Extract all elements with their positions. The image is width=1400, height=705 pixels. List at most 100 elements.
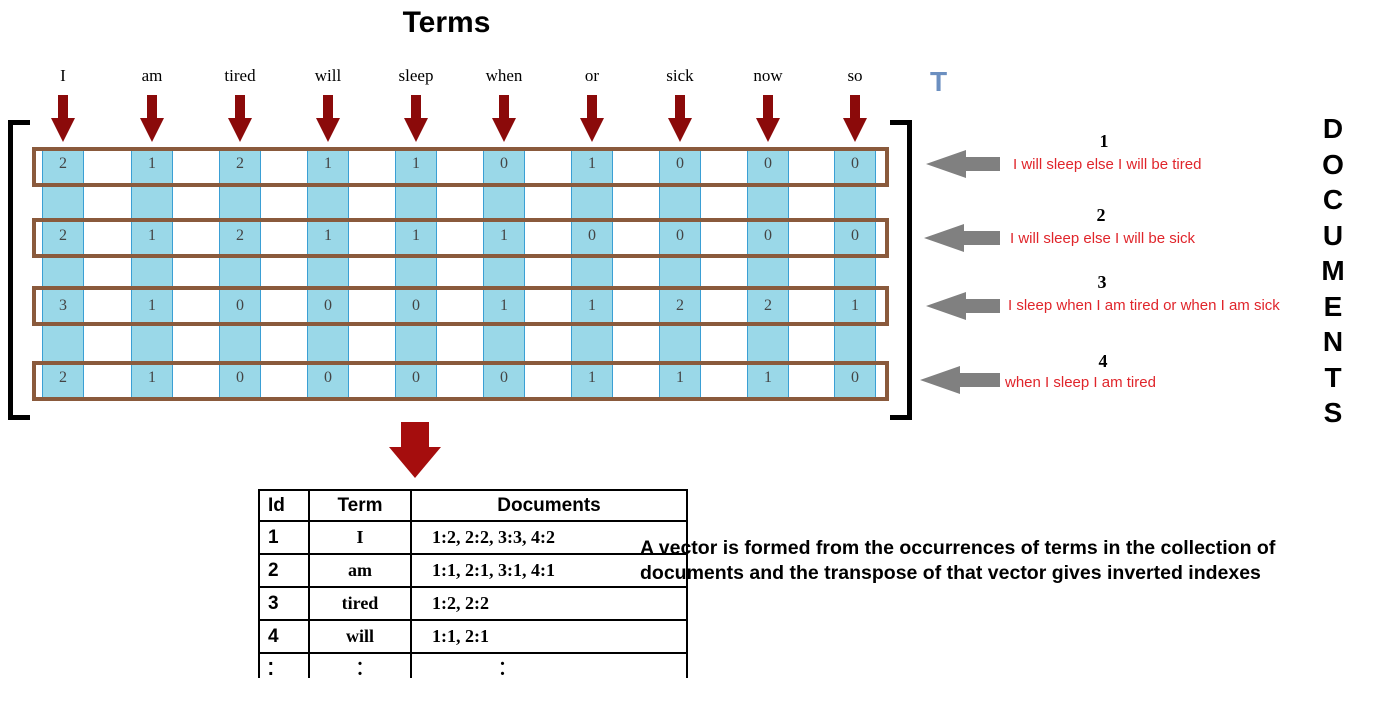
- inverted-index-table: Id Term Documents 1 I 1:2, 2:2, 3:3, 4:2…: [258, 489, 688, 679]
- terms-title: Terms: [402, 6, 491, 39]
- header-term: Term: [308, 489, 412, 522]
- document-number: 2: [1096, 205, 1106, 225]
- matrix-cell: 0: [324, 297, 332, 314]
- matrix-cell: 1: [676, 369, 684, 386]
- matrix-cell: 0: [324, 369, 332, 386]
- matrix-cell: 1: [148, 155, 156, 172]
- term-down-arrow-icon: [140, 95, 164, 142]
- continuation-term: . .: [308, 649, 412, 679]
- row-id: 1: [258, 520, 310, 555]
- table-row: 4 will 1:1, 2:1: [258, 619, 688, 654]
- documents-letter: N: [1322, 326, 1344, 357]
- matrix-cell: 0: [764, 155, 772, 172]
- matrix-cell: 1: [412, 227, 420, 244]
- matrix-cell: 1: [588, 297, 596, 314]
- row-id: 4: [258, 619, 310, 654]
- row-docs: 1:1, 2:1, 3:1, 4:1: [410, 553, 688, 588]
- term-label: now: [753, 66, 783, 85]
- term-label: sleep: [398, 66, 434, 85]
- header-id: Id: [258, 489, 310, 522]
- term-down-arrow-icon: [404, 95, 428, 142]
- matrix-cell: 1: [148, 369, 156, 386]
- matrix-cell: 2: [59, 155, 67, 172]
- document-left-arrow-icon: [920, 366, 1000, 394]
- term-down-arrow-icon: [668, 95, 692, 142]
- document-left-arrow-icon: [924, 224, 1000, 252]
- term-label: tired: [224, 66, 256, 85]
- matrix-cell: 1: [324, 155, 332, 172]
- matrix-cell: 0: [500, 155, 508, 172]
- document-text: I sleep when I am tired or when I am sic…: [1008, 297, 1280, 314]
- matrix-cell: 1: [500, 297, 508, 314]
- document-row-box: [32, 147, 889, 187]
- row-docs: 1:2, 2:2: [410, 586, 688, 621]
- documents-letter: T: [1324, 361, 1342, 393]
- table-row: 1 I 1:2, 2:2, 3:3, 4:2: [258, 520, 688, 555]
- matrix-cell: 0: [851, 227, 859, 244]
- term-label: I: [60, 66, 66, 85]
- row-term: am: [308, 553, 412, 588]
- row-docs: 1:2, 2:2, 3:3, 4:2: [410, 520, 688, 555]
- caption-text: A vector is formed from the occurrences …: [640, 537, 1276, 584]
- term-column-strip: [834, 150, 876, 401]
- documents-letter: D: [1322, 113, 1344, 144]
- matrix-right-bracket: [890, 120, 912, 420]
- document-row-box: [32, 286, 889, 326]
- documents-letter: M: [1321, 255, 1345, 286]
- document-row-box: [32, 218, 889, 258]
- document-text: when I sleep I am tired: [1005, 374, 1156, 391]
- term-column-strip: [219, 150, 261, 401]
- row-id: 3: [258, 586, 310, 621]
- documents-letter: U: [1322, 219, 1344, 251]
- continuation-id: . .: [258, 649, 310, 679]
- document-number: 3: [1097, 272, 1107, 292]
- term-down-arrow-icon: [492, 95, 516, 142]
- matrix-cell: 0: [588, 227, 596, 244]
- matrix-cell: 3: [59, 297, 67, 314]
- documents-letter: E: [1323, 290, 1343, 322]
- term-label: when: [485, 66, 523, 85]
- term-label: so: [847, 66, 863, 85]
- document-number: 1: [1099, 131, 1109, 151]
- row-id: 2: [258, 553, 310, 588]
- term-down-arrow-icon: [580, 95, 604, 142]
- term-column-strip: [42, 150, 84, 401]
- table-row: 3 tired 1:2, 2:2: [258, 586, 688, 621]
- table-continuation-row: . . . . . .: [258, 649, 688, 679]
- transpose-down-arrow-icon: [389, 422, 441, 478]
- matrix-cell: 0: [764, 227, 772, 244]
- row-docs: 1:1, 2:1: [410, 619, 688, 654]
- header-documents: Documents: [410, 489, 688, 522]
- matrix-left-bracket: [8, 120, 30, 420]
- matrix-cell: 1: [148, 227, 156, 244]
- document-left-arrow-icon: [926, 150, 1000, 178]
- matrix-cell: 1: [148, 297, 156, 314]
- matrix-cell: 1: [412, 155, 420, 172]
- document-text: I will sleep else I will be sick: [1010, 230, 1196, 247]
- matrix-cell: 1: [500, 227, 508, 244]
- continuation-docs: . .: [410, 649, 688, 679]
- row-term: I: [308, 520, 412, 555]
- matrix-cell: 0: [500, 369, 508, 386]
- matrix-cell: 1: [764, 369, 772, 386]
- matrix-cell: 2: [59, 227, 67, 244]
- matrix-cell: 0: [851, 155, 859, 172]
- matrix-cell: 0: [412, 297, 420, 314]
- documents-letter: C: [1322, 184, 1344, 215]
- term-down-arrow-icon: [756, 95, 780, 142]
- matrix-cell: 1: [324, 227, 332, 244]
- row-term: tired: [308, 586, 412, 621]
- document-row-box: [32, 361, 889, 401]
- matrix-cell: 0: [676, 155, 684, 172]
- documents-letter: S: [1323, 397, 1343, 428]
- term-label: am: [141, 66, 163, 85]
- table-header-row: Id Term Documents: [258, 489, 688, 522]
- document-number: 4: [1098, 351, 1108, 371]
- matrix-cell: 0: [851, 369, 859, 386]
- term-column-strip: [571, 150, 613, 401]
- matrix-cell: 1: [588, 369, 596, 386]
- matrix-cell: 2: [764, 297, 772, 314]
- documents-letter: O: [1322, 148, 1344, 180]
- term-column-strip: [131, 150, 173, 401]
